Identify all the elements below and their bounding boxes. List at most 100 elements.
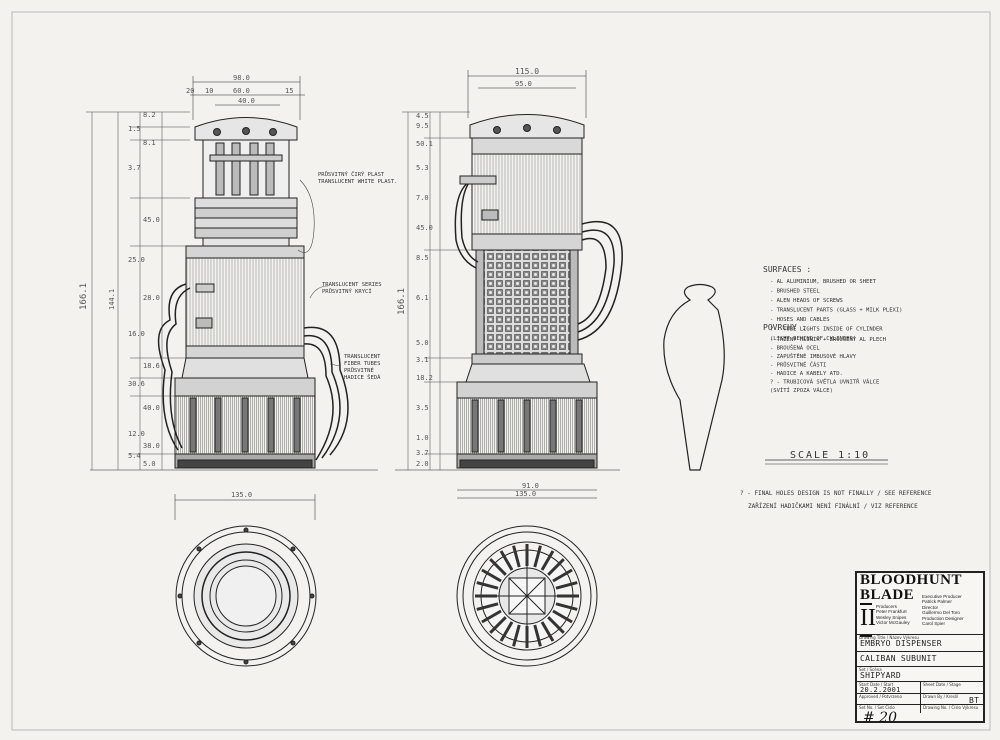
surfaces-item: - AL ALUMINIUM, BRUSHED OR SHEET: [770, 279, 877, 285]
dim-left-base-width: 135.0: [231, 491, 252, 499]
left-tick-label: 3.7: [128, 164, 141, 172]
plan-fin: [481, 568, 502, 583]
dim-left-small-1: 20: [186, 87, 194, 95]
callout-line: PRŮSVITNÝ KRYCÍ: [322, 287, 372, 295]
tb-split: [920, 681, 921, 713]
povrchy-item: (SVÍTÍ ZPOZA VÁLCE): [770, 386, 833, 394]
plan-fin: [481, 609, 502, 624]
human-scale-silhouette: [663, 283, 725, 471]
povrchy-item: ? - TRUBICOVÁ SVĚTLA UVNITŘ VÁLCE: [770, 378, 879, 386]
set-no-caption: Set No. / Set Číslo: [859, 705, 895, 710]
dim-left-inner-height: 144.1: [108, 289, 116, 310]
plan-fin: [489, 616, 507, 634]
surfaces-item: (LIGHT BEHIND OF CYLINDER): [770, 336, 856, 342]
dim-left-small-2: 10: [205, 87, 213, 95]
date-caption: Start Date / Start: [859, 682, 894, 687]
right-tick-label: 5.0: [416, 339, 429, 347]
plan-fin: [512, 624, 521, 647]
povrchy-item: - HADICE A KABELY ATD.: [770, 371, 843, 377]
plan-fin: [533, 545, 542, 568]
callout-line: TRANSLUCENT SERIES: [322, 282, 382, 288]
callout-line: PRŮSVITNÉ: [344, 366, 374, 374]
left-tick-label: 38.0: [143, 442, 160, 450]
drawing-title-caption: Drawing Title / Název Výkresu: [859, 635, 919, 640]
credit-left-line: Victor McGauley: [876, 620, 910, 626]
credit-right-line: Executive Producer: [922, 594, 962, 599]
credit-right-line: Carol Spier: [922, 621, 945, 627]
povrchy-item: - TAŽENÝ HLINÍK + BROUŠENÝ AL PLECH: [770, 335, 886, 343]
credit-left-line: Producers: [876, 604, 897, 609]
dim-left-height: 166.1: [79, 283, 89, 310]
film-logo: BLOODHUNT BLADE: [860, 573, 984, 611]
right-tick-label: 4.5: [416, 112, 429, 120]
plan-fin: [540, 621, 555, 642]
dim-right-mid-width: 91.0: [522, 482, 539, 490]
surfaces-item: - ALEN HEADS OF SCREWS: [770, 298, 843, 304]
dim-right-height: 166.1: [397, 288, 407, 315]
date-value: 20.2.2001: [860, 686, 901, 694]
plan-fin: [555, 602, 578, 611]
logo-line-1: BLOODHUNT: [860, 572, 963, 588]
left-tick-label: 18.6: [143, 362, 160, 370]
right-tick-label: 18.2: [416, 374, 433, 382]
right-tick-label: 5.3: [416, 164, 429, 172]
set-caption: Set / Scéna: [859, 667, 882, 672]
right-tick-label: 3.5: [416, 404, 429, 412]
credit-right-line: Production Designer: [922, 615, 964, 621]
left-tick-label: 8.1: [143, 139, 156, 147]
footnote-1: ? - FINAL HOLES DESIGN IS NOT FINALLY / …: [740, 490, 932, 497]
drawing-no-caption: Drawing No. / Číslo Výkresu: [923, 705, 979, 710]
callout-line: FIBER TUBES: [344, 361, 380, 367]
right-vertical-dimensions: [402, 111, 472, 470]
left-tick-labels: 8.21.58.13.745.025.028.016.018.630.640.0…: [128, 111, 160, 468]
surfaces-item: - TRANSLUCENT PARTS (GLASS + MILK PLEXI): [770, 308, 902, 314]
callout-line: HADICE ŠEDÁ: [344, 374, 381, 381]
left-tick-label: 5.0: [143, 460, 156, 468]
povrchy-item: - PRŮSVITNÉ ČÁSTI: [770, 361, 826, 369]
right-elevation-view: [395, 70, 623, 499]
callout-line: TRANSLUCENT: [344, 354, 381, 360]
numbers-row: Set No. / Set Číslo Drawing No. / Číslo …: [857, 704, 983, 710]
surfaces-item: - BRUSHED STEEL: [770, 289, 820, 295]
plan-fin: [533, 624, 542, 647]
right-tick-label: 8.5: [416, 254, 429, 262]
credit-right-line: Guillermo Del Toro: [922, 610, 960, 616]
plan-fin: [552, 568, 573, 583]
right-tick-label: 2.0: [416, 460, 429, 468]
callouts: [297, 179, 341, 367]
povrchy-item: - ZAPUŠTĚNÉ IMBUSOVÉ HLAVY: [770, 352, 857, 360]
right-tick-label: 3.1: [416, 356, 429, 364]
plan-view-fins: [475, 544, 579, 648]
credit-left-line: Wesley Snipes: [876, 614, 907, 620]
plan-fin: [547, 558, 565, 576]
surfaces-heading: SURFACES :: [763, 265, 811, 274]
surfaces-list: - AL ALUMINIUM, BRUSHED OR SHEET - BRUSHE…: [770, 279, 902, 342]
plan-fin: [476, 602, 499, 611]
dim-left-sub-2: 40.0: [238, 97, 255, 105]
left-tick-label: 8.2: [143, 111, 156, 119]
approval-caption: Approved / Potvrzeno: [859, 694, 902, 699]
surfaces-item: ? - TUBE LIGHTS INSIDE OF CYLINDER: [770, 327, 883, 333]
drawn-by: BT: [969, 696, 980, 705]
plan-fin: [499, 550, 514, 571]
logo-line-2: BLADE: [860, 587, 915, 603]
drawing-title: EMBRYO DISPENSER: [860, 639, 942, 648]
logo-numeral: II: [860, 603, 876, 637]
drawing-title-row: Drawing Title / Název Výkresu EMBRYO DIS…: [857, 634, 983, 648]
plan-fin: [476, 581, 499, 590]
povrchy-list: - TAŽENÝ HLINÍK + BROUŠENÝ AL PLECH- BRO…: [770, 335, 886, 394]
set-value: SHIPYARD: [860, 671, 901, 680]
callout-line: TRANSLUCENT WHITE PLAST.: [318, 179, 397, 185]
subtitle-row: CALIBAN SUBUNIT: [857, 651, 983, 663]
plan-fin: [540, 550, 555, 571]
right-tick-label: 1.0: [416, 434, 429, 442]
right-tick-label: 7.0: [416, 194, 429, 202]
plan-fin: [552, 609, 573, 624]
